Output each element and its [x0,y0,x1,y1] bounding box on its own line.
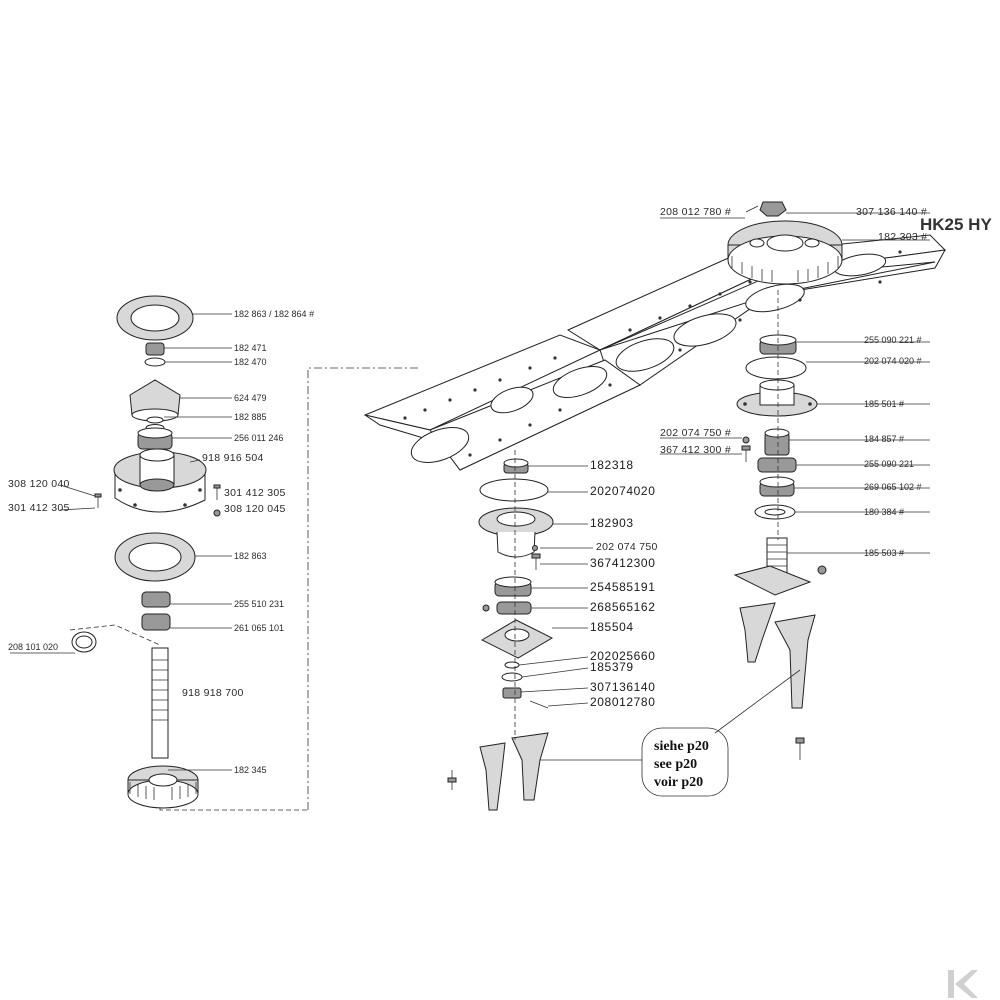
label-flange-185501: 185 501 # [864,399,904,409]
ring-182471 [145,342,165,356]
label-bearing-255: 255 510 231 [234,599,284,609]
label-bevel-gear: 624 479 [234,393,267,403]
label-pin-308-left: 308 120 040 [8,478,70,490]
label-367412300: 367412300 [590,556,655,570]
label-gasket-top: 182 863 / 182 864 # [234,309,314,319]
label-pin-308-right: 308 120 045 [224,503,286,515]
note-line-fr: voir p20 [654,775,703,790]
label-pin-top: 208 012 780 # [660,206,731,218]
label-182318: 182318 [590,458,634,472]
label-ring-180384: 180 384 # [864,507,904,517]
ring-182470 [144,357,166,367]
drive-shaft [151,647,169,759]
note-line-en: see p20 [654,757,697,772]
label-202074750: 202 074 750 [596,541,658,553]
label-208012780: 208012780 [590,695,655,709]
right-drive-stack [727,201,843,760]
label-307136140: 307136140 [590,680,655,694]
label-bolt-367: 367 412 300 # [660,444,731,456]
label-circlip: 208 101 020 [8,642,58,652]
label-bearing-255-090: 255 090 221 [864,459,914,469]
bearing-255510231 [141,591,171,608]
label-202025660: 202025660 [590,649,655,663]
label-202074020: 202074020 [590,484,655,498]
label-185504: 185504 [590,620,634,634]
label-gear-top: 182 303 # [878,231,927,243]
left-leader-lines [10,313,232,771]
label-bearing-256: 256 011 246 [234,433,283,443]
label-housing: 918 916 504 [202,452,264,464]
label-bolt-301-right: 301 412 305 [224,487,286,499]
label-gasket-bottom: 182 863 [234,551,267,561]
middle-leader-lines [518,465,593,707]
label-nut-top: 307 136 140 # [856,206,927,218]
label-hub-185503: 185 503 # [864,548,904,558]
cutter-bar-frame [363,234,947,471]
label-268565162: 268565162 [590,600,655,614]
label-182903: 182903 [590,516,634,530]
left-gearbox-stack [69,295,420,811]
label-ring-182471: 182 471 [234,343,267,353]
right-leader-lines [660,212,930,554]
label-bearing-261: 261 065 101 [234,623,284,633]
diagram-title: HK25 HY [920,215,992,234]
bearing-261065101 [141,613,171,631]
label-gear-bottom: 182 345 [234,765,267,775]
middle-bearing-stack [447,450,554,811]
label-shaft: 918 918 700 [182,687,244,699]
label-ring-182470: 182 470 [234,357,267,367]
label-sleeve-184857: 184 857 # [864,434,904,444]
bevel-gear [129,379,181,416]
label-ring-182885: 182 885 [234,412,267,422]
reference-note: siehe p20 see p20 voir p20 [540,669,801,797]
left-bolt [94,493,102,508]
note-line-de: siehe p20 [654,739,709,754]
label-254585191: 254585191 [590,580,655,594]
bottom-gear [127,765,199,809]
gearbox-housing [113,448,207,513]
label-bearing-269: 269 065 102 # [864,482,922,492]
label-oring-202: 202 074 020 # [864,356,922,366]
right-bolt [213,484,221,517]
label-bolt-301-left: 301 412 305 [8,502,70,514]
label-185379: 185379 [590,660,634,674]
label-bearing-255-221: 255 090 221 # [864,335,922,345]
label-washer-202: 202 074 750 # [660,427,731,439]
brand-logo-watermark [948,970,978,998]
